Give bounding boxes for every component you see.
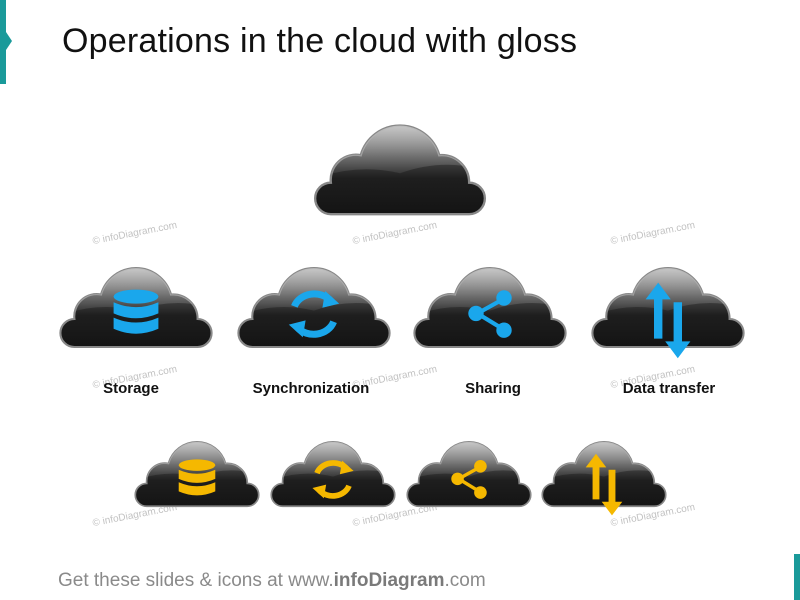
footer-suffix: .com <box>444 570 486 591</box>
label-storage: Storage <box>103 380 159 397</box>
cloud-sync-small <box>270 432 396 512</box>
cloud-transfer <box>591 256 745 359</box>
watermark: © infoDiagram.com <box>351 219 438 248</box>
accent-notch <box>6 32 12 50</box>
accent-bar-left <box>0 0 6 84</box>
label-sharing: Sharing <box>465 380 521 397</box>
cloud-large <box>313 112 487 222</box>
label-synchronization: Synchronization <box>252 380 370 397</box>
cloud-storage <box>59 256 213 354</box>
footer-credit: Get these slides & icons at www.infoDiag… <box>58 570 486 592</box>
watermark: © infoDiagram.com <box>609 219 696 248</box>
cloud-sharing-small <box>406 432 532 512</box>
database-icon <box>178 459 216 496</box>
cloud-transfer-small <box>541 432 667 516</box>
transfer-icon <box>585 453 623 516</box>
accent-bar-right <box>794 554 800 600</box>
share-icon <box>468 290 512 338</box>
cloud-storage-small <box>134 432 260 512</box>
transfer-icon <box>645 282 691 359</box>
page-title: Operations in the cloud with gloss <box>62 22 578 60</box>
cloud-sharing <box>413 256 567 354</box>
footer-brand: infoDiagram <box>333 570 445 591</box>
watermark: © infoDiagram.com <box>91 219 178 248</box>
label-data-transfer: Data transfer <box>622 380 716 397</box>
database-icon <box>113 289 159 334</box>
cloud-sync <box>237 256 391 354</box>
share-icon <box>451 460 487 499</box>
footer-prefix: Get these slides & icons at www. <box>58 570 334 591</box>
